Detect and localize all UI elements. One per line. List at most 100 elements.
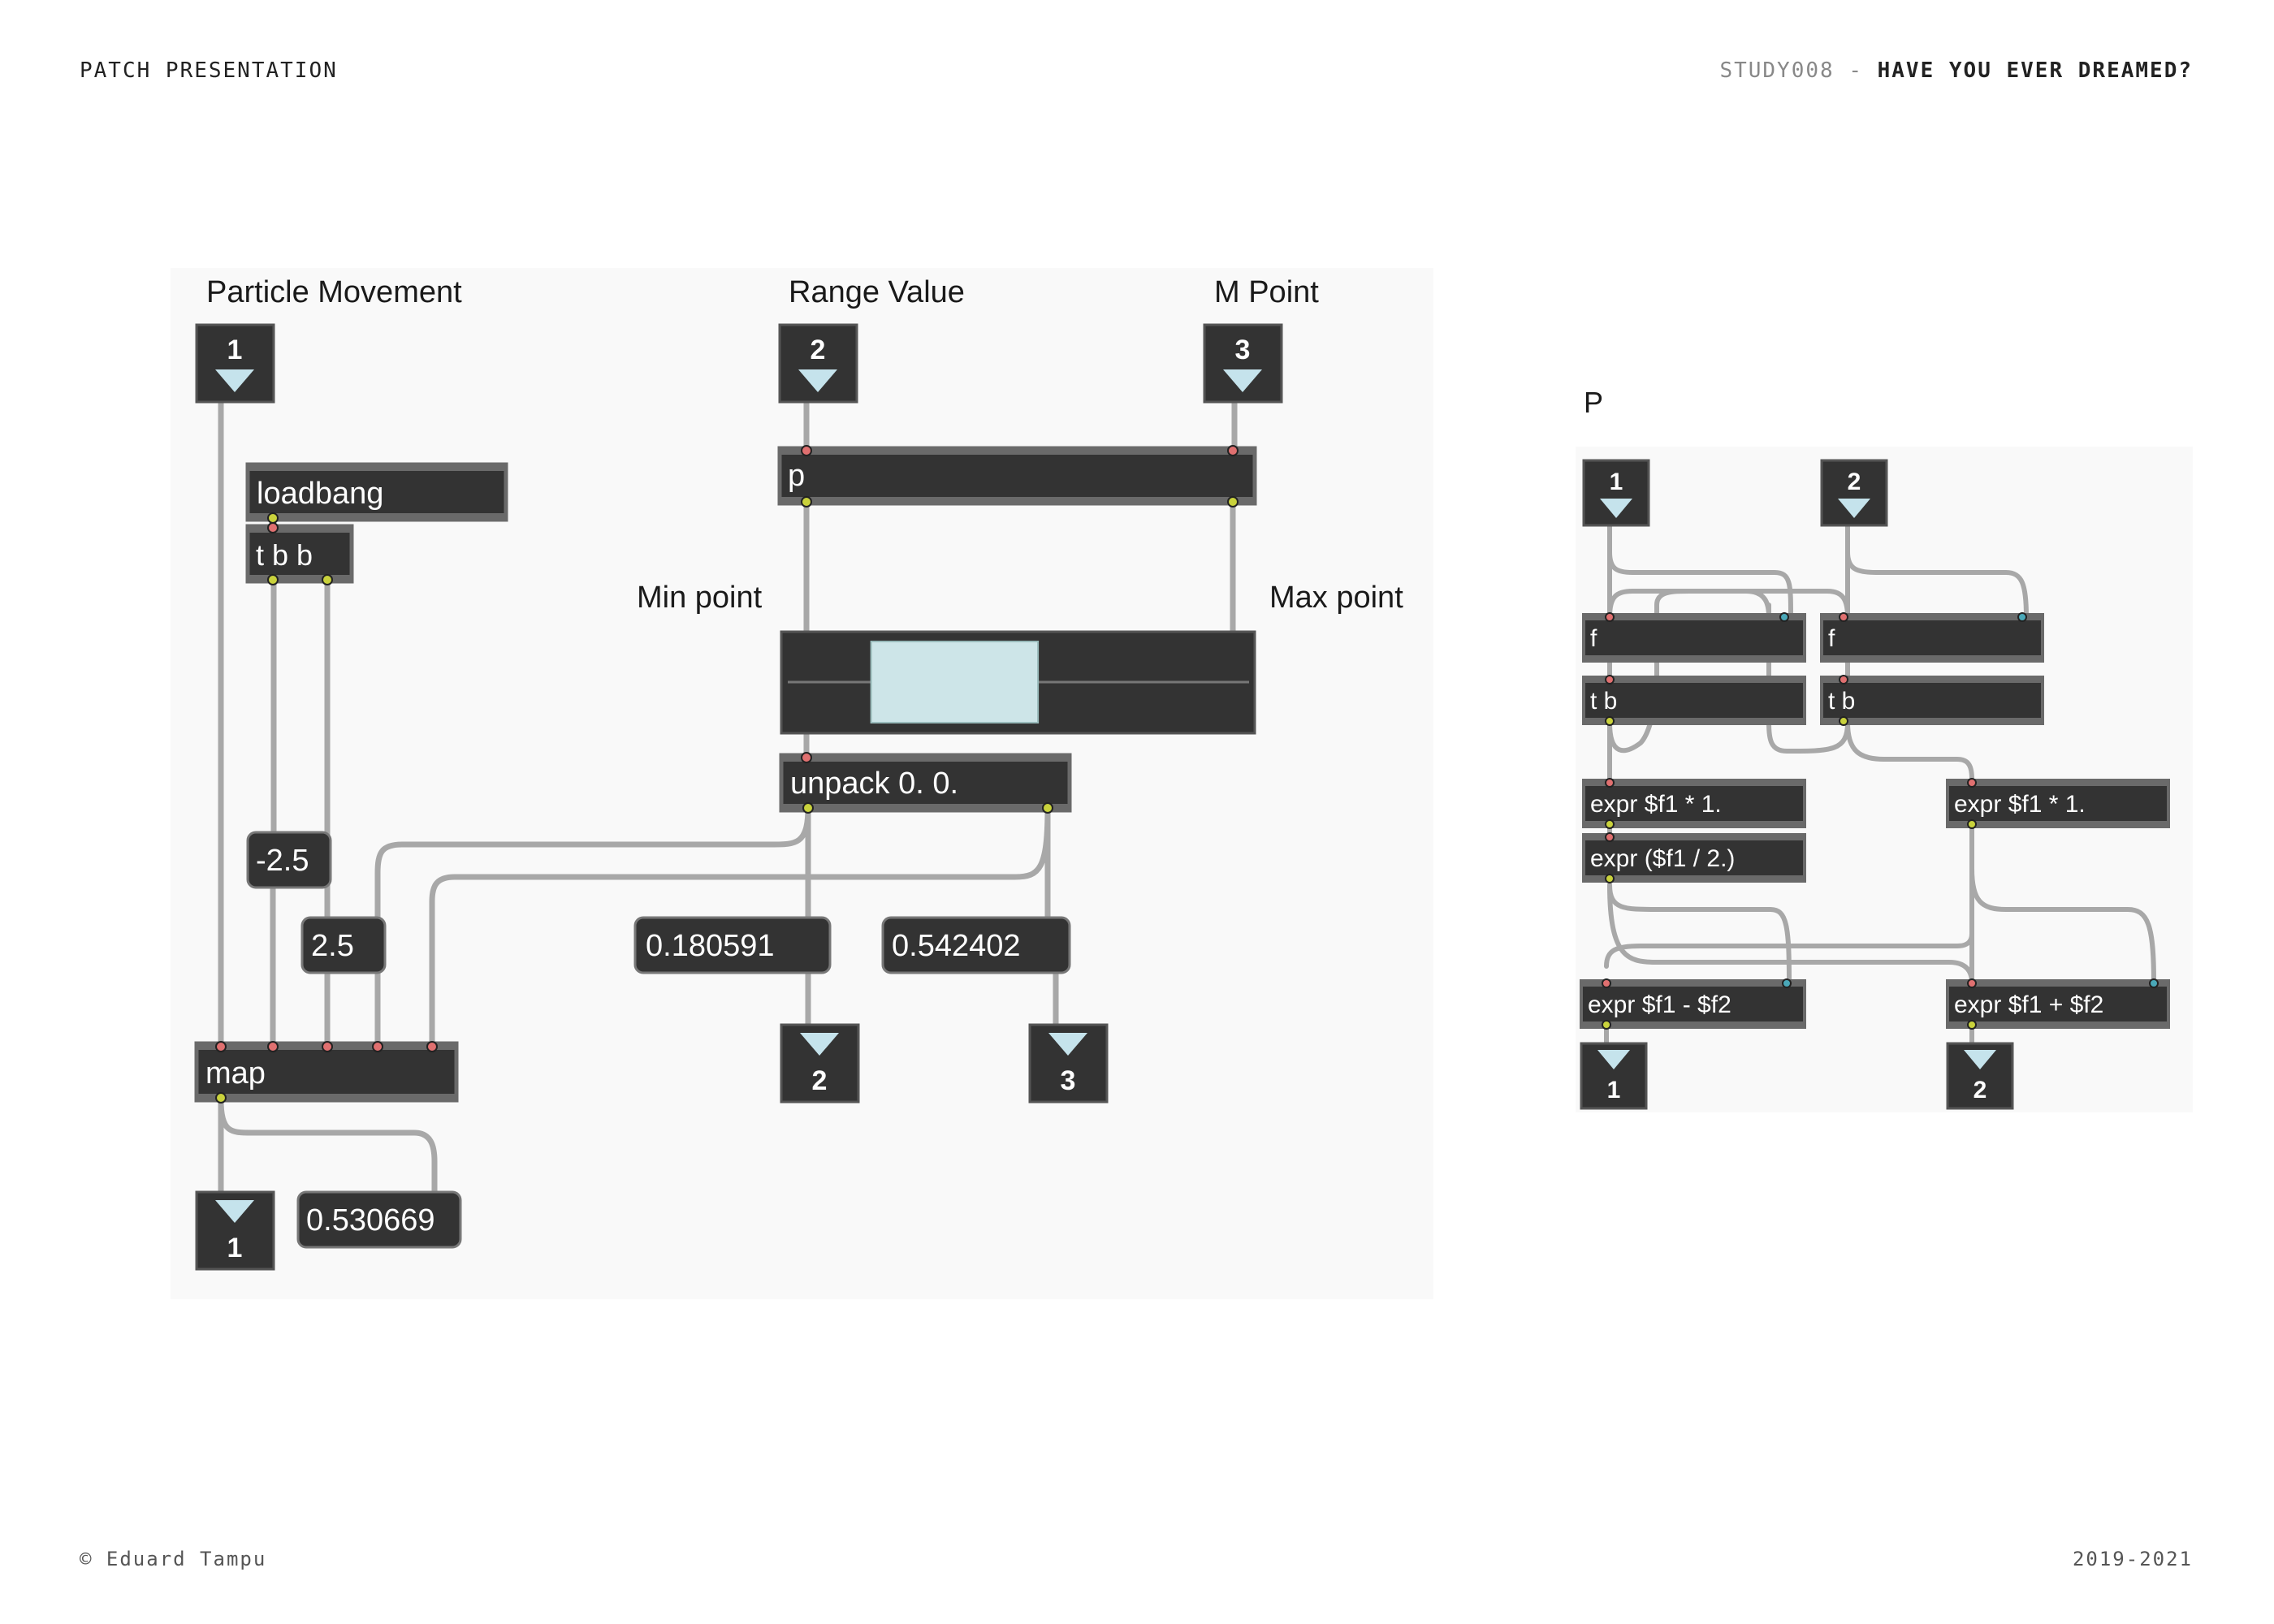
sub-inlet-2[interactable]: 2 — [1820, 459, 1888, 527]
footer-years: 2019-2021 — [2072, 1548, 2193, 1570]
number-value: 2.5 — [311, 929, 354, 963]
number-box-out-right[interactable]: 0.542402 — [881, 916, 1071, 974]
outlet-port[interactable] — [1227, 496, 1239, 508]
outlet-port[interactable] — [1967, 819, 1977, 829]
sub-object-expr-mul-left[interactable]: expr $f1 * 1. — [1582, 778, 1806, 829]
sub-object-expr-div[interactable]: expr ($f1 / 2.) — [1582, 832, 1806, 883]
header-right: STUDY008 - HAVE YOU EVER DREAMED? — [1719, 58, 2193, 83]
inlet-port[interactable] — [801, 445, 812, 456]
object-label: expr $f1 * 1. — [1590, 791, 1722, 818]
inlet-port[interactable] — [1779, 612, 1789, 622]
inlet-port[interactable] — [1967, 778, 1977, 788]
range-slider[interactable] — [780, 630, 1256, 735]
arrow-down-icon — [800, 1033, 839, 1056]
inlet-port[interactable] — [426, 1041, 438, 1052]
inlet-3[interactable]: 3 — [1203, 323, 1283, 404]
object-loadbang[interactable]: loadbang — [245, 462, 508, 524]
outlet-number: 1 — [227, 1233, 243, 1263]
number-box-pos[interactable]: 2.5 — [300, 916, 387, 974]
object-label: expr $f1 + $f2 — [1954, 991, 2103, 1018]
number-value: 0.530669 — [306, 1203, 435, 1237]
sub-object-expr-add[interactable]: expr $f1 + $f2 — [1946, 978, 2170, 1030]
sub-inlet-1[interactable]: 1 — [1582, 459, 1650, 527]
sub-object-tb-left[interactable]: t b — [1582, 675, 1806, 726]
inlet-port[interactable] — [1839, 612, 1848, 622]
outlet-port[interactable] — [1605, 716, 1615, 726]
sub-object-tb-right[interactable]: t b — [1820, 675, 2044, 726]
number-box-out-left[interactable]: 0.180591 — [633, 916, 832, 974]
inlet-port[interactable] — [2149, 978, 2159, 988]
outlet-port[interactable] — [801, 496, 812, 508]
inlet-port[interactable] — [1605, 832, 1615, 842]
outlet-port[interactable] — [322, 574, 333, 585]
object-label: unpack 0. 0. — [790, 767, 958, 801]
inlet-port[interactable] — [372, 1041, 383, 1052]
inlet-port[interactable] — [1782, 978, 1792, 988]
object-map[interactable]: map — [194, 1041, 459, 1104]
object-trigger[interactable]: t b b — [245, 522, 354, 585]
outlet-number: 1 — [1607, 1077, 1621, 1104]
outlet-port[interactable] — [1602, 1020, 1611, 1030]
inlet-number: 2 — [1848, 469, 1861, 495]
arrow-down-icon — [1048, 1033, 1087, 1056]
sub-outlet-1[interactable]: 1 — [1580, 1042, 1648, 1110]
cable — [374, 805, 811, 1049]
outlet-port[interactable] — [1042, 802, 1053, 814]
outlet-3[interactable]: 3 — [1028, 1023, 1109, 1104]
object-label: expr ($f1 / 2.) — [1590, 845, 1735, 872]
sub-object-f-left[interactable]: f — [1582, 612, 1806, 663]
outlet-port[interactable] — [267, 512, 279, 524]
arrow-down-icon — [1223, 369, 1262, 392]
object-subpatch-p[interactable]: p — [777, 445, 1257, 508]
label-max-point: Max point — [1269, 581, 1403, 615]
inlet-port[interactable] — [1227, 445, 1239, 456]
outlet-port[interactable] — [802, 802, 814, 814]
outlet-port[interactable] — [267, 574, 279, 585]
number-value: -2.5 — [256, 844, 309, 878]
inlet-1[interactable]: 1 — [195, 323, 275, 404]
inlet-port[interactable] — [322, 1041, 333, 1052]
sub-object-expr-sub[interactable]: expr $f1 - $f2 — [1580, 978, 1806, 1030]
object-unpack[interactable]: unpack 0. 0. — [779, 752, 1072, 814]
sub-object-expr-mul-right[interactable]: expr $f1 * 1. — [1946, 778, 2170, 829]
inlet-2[interactable]: 2 — [778, 323, 858, 404]
cable — [1845, 720, 1974, 782]
header-left: PATCH PRESENTATION — [80, 58, 338, 83]
outlet-port[interactable] — [1967, 1020, 1977, 1030]
sub-object-f-right[interactable]: f — [1820, 612, 2044, 663]
outlet-1[interactable]: 1 — [195, 1190, 275, 1271]
inlet-port[interactable] — [215, 1041, 227, 1052]
inlet-port[interactable] — [2017, 612, 2027, 622]
cable — [1607, 883, 1792, 985]
outlet-port[interactable] — [1839, 716, 1848, 726]
cables-main — [218, 399, 1238, 1197]
object-label: f — [1828, 625, 1835, 652]
inlet-port[interactable] — [801, 752, 812, 763]
inlet-port[interactable] — [1839, 675, 1848, 685]
inlet-port[interactable] — [267, 522, 279, 533]
study-title: HAVE YOU EVER DREAMED? — [1877, 58, 2193, 83]
label-min-point: Min point — [637, 581, 763, 615]
inlet-port[interactable] — [1967, 978, 1977, 988]
arrow-down-icon — [215, 369, 254, 392]
number-box-neg[interactable]: -2.5 — [246, 831, 332, 889]
outlet-port[interactable] — [1605, 874, 1615, 883]
cable — [1766, 603, 1850, 754]
inlet-port[interactable] — [1602, 978, 1611, 988]
range-selection[interactable] — [870, 641, 1040, 723]
outlet-port[interactable] — [1605, 819, 1615, 829]
study-id: STUDY008 - — [1719, 58, 1878, 83]
inlet-port[interactable] — [1605, 675, 1615, 685]
inlet-port[interactable] — [1605, 612, 1615, 622]
outlet-port[interactable] — [215, 1092, 227, 1104]
sub-outlet-2[interactable]: 2 — [1946, 1042, 2014, 1110]
arrow-down-icon — [1838, 499, 1870, 518]
number-box-map-out[interactable]: 0.530669 — [296, 1190, 462, 1249]
inlet-number: 1 — [1610, 469, 1623, 495]
label-range-value: Range Value — [789, 275, 965, 309]
outlet-2[interactable]: 2 — [780, 1023, 860, 1104]
outlet-number: 3 — [1061, 1065, 1076, 1096]
inlet-port[interactable] — [1605, 778, 1615, 788]
inlet-port[interactable] — [267, 1041, 279, 1052]
